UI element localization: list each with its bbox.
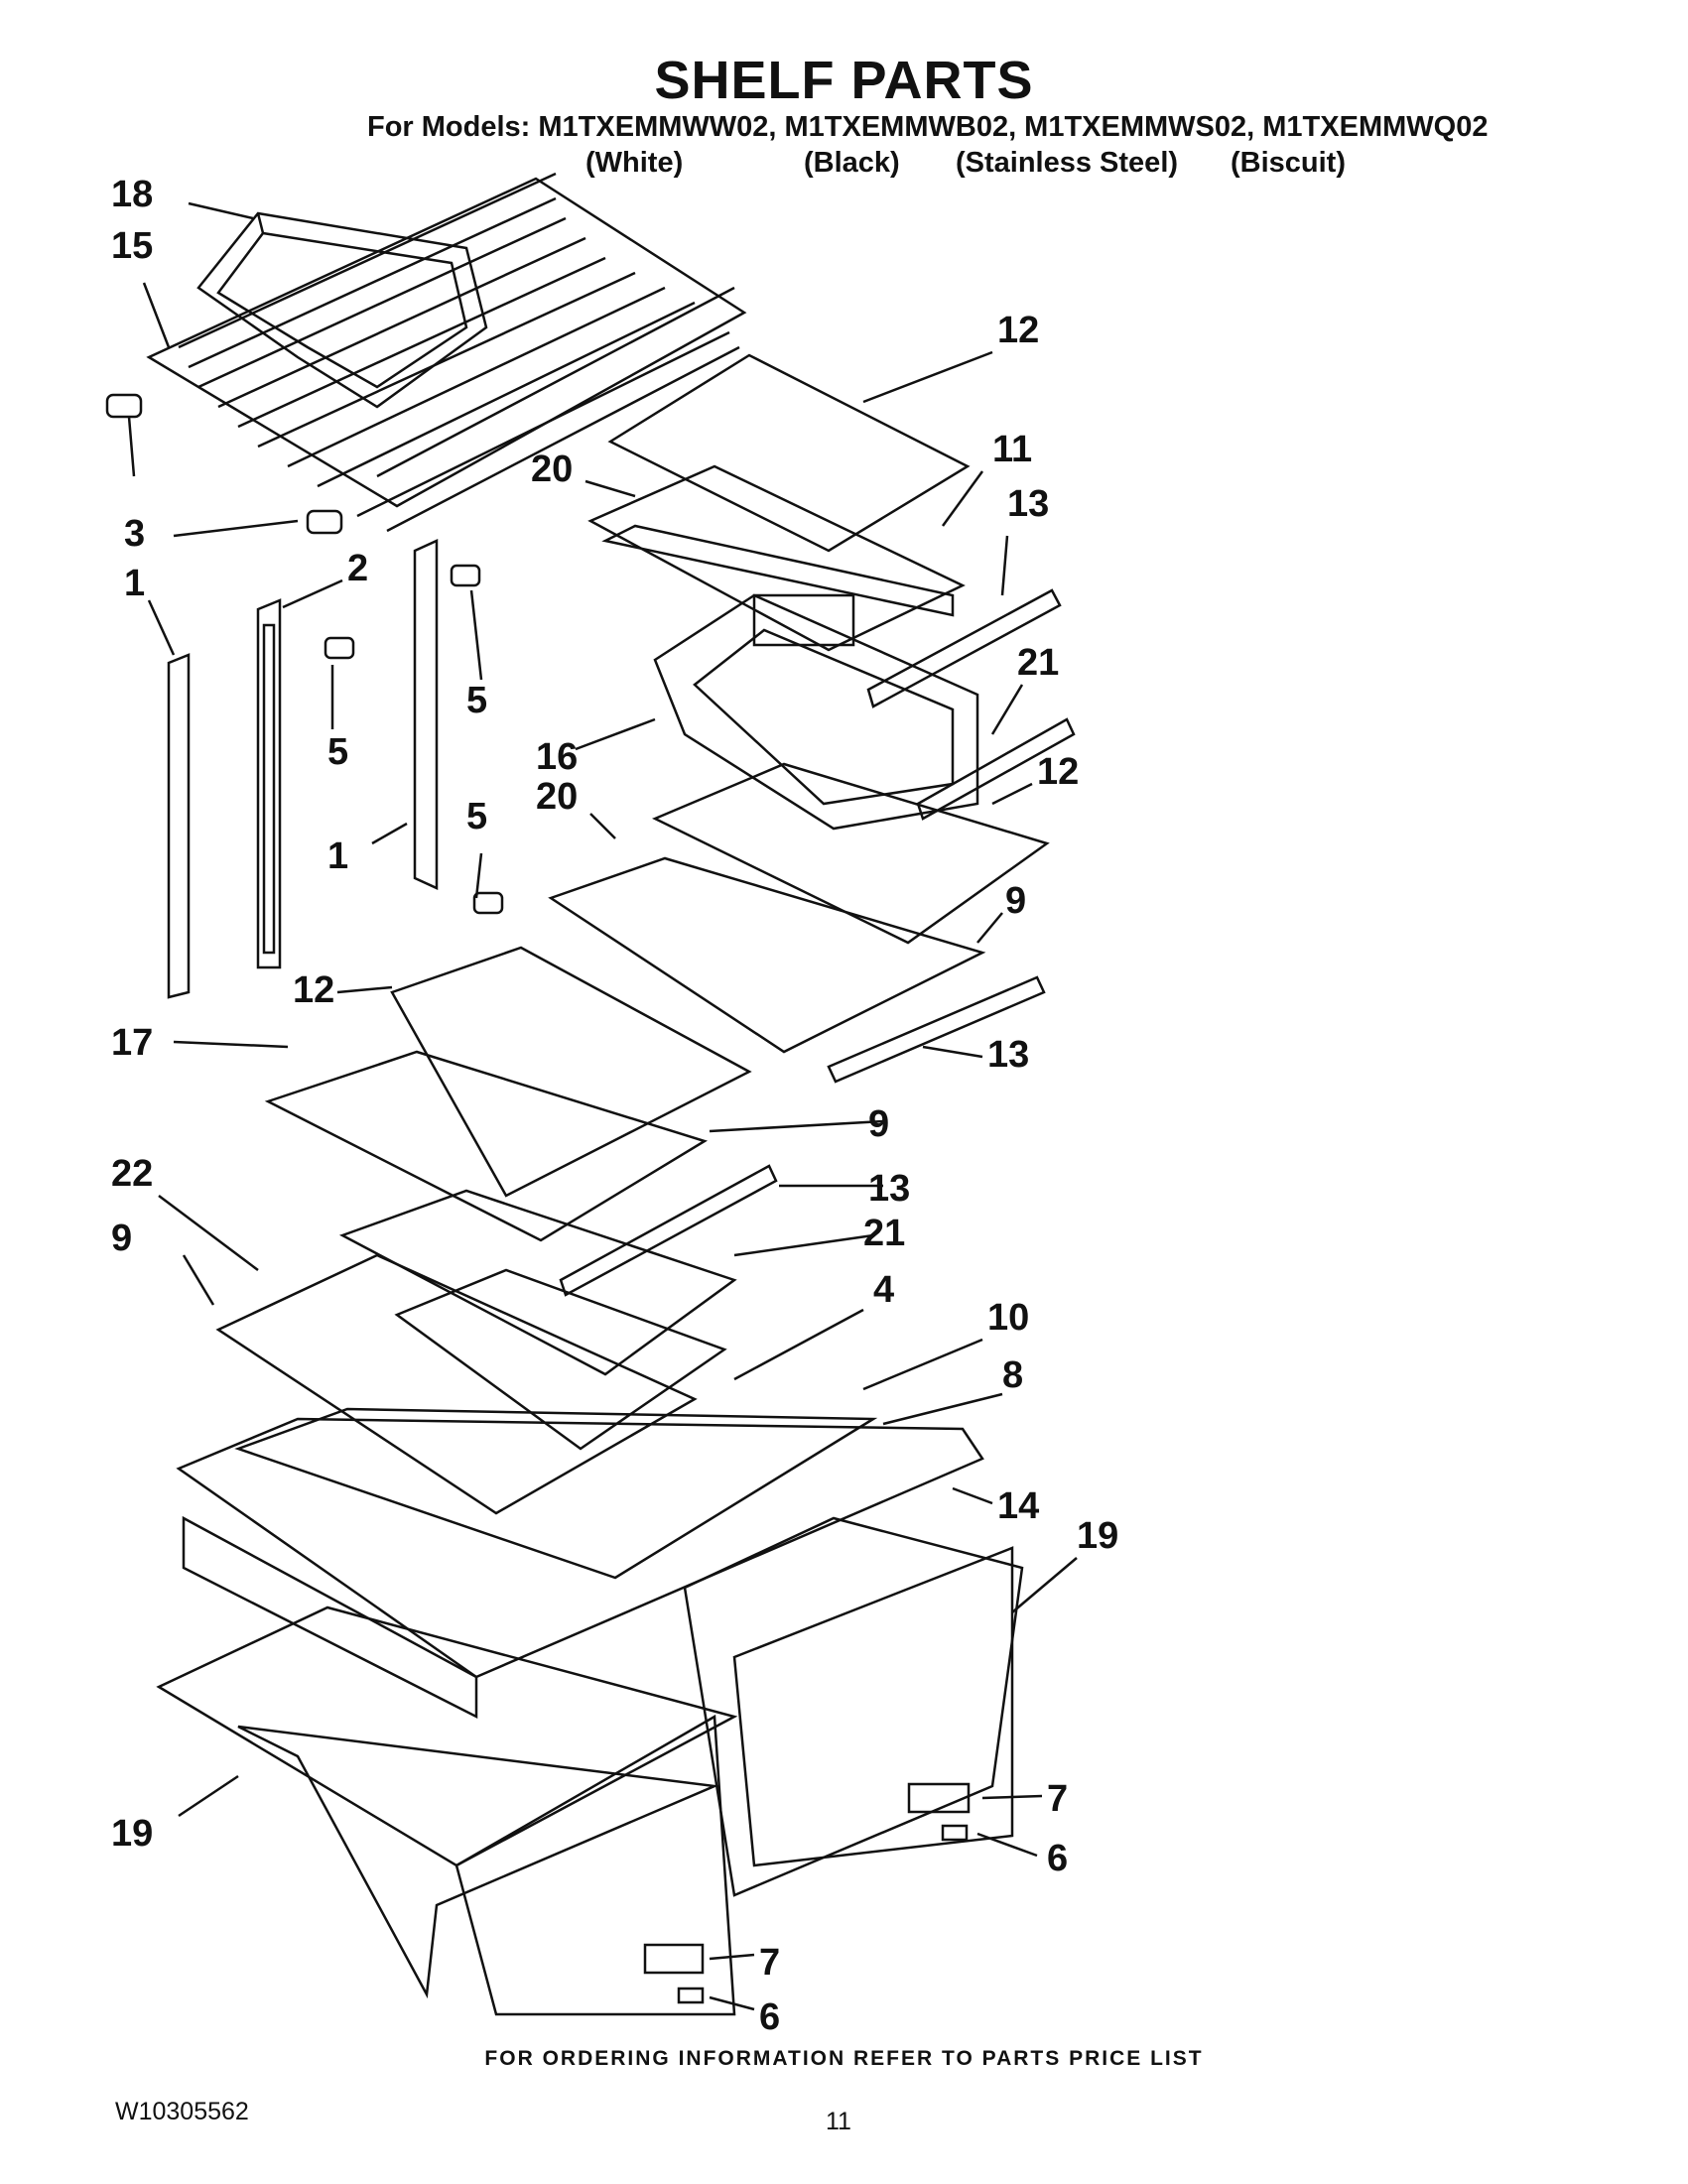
wire-shelf	[146, 172, 747, 533]
callout-19-left: 19	[111, 1813, 153, 1855]
callout-6-right: 6	[1047, 1838, 1068, 1879]
variant-biscuit: (Biscuit)	[1231, 147, 1346, 179]
callout-22: 22	[111, 1153, 153, 1195]
ordering-note: FOR ORDERING INFORMATION REFER TO PARTS …	[484, 2047, 1204, 2070]
callout-2: 2	[347, 548, 368, 589]
callout-5-left: 5	[327, 731, 348, 773]
vertical-rails	[167, 539, 439, 999]
variant-stainless-steel: (Stainless Steel)	[956, 147, 1179, 179]
leader-lines	[127, 201, 1078, 2011]
callout-13-top: 13	[1007, 483, 1049, 525]
shelf-frames-lower	[176, 1253, 984, 1720]
callout-13-low: 13	[868, 1168, 910, 1210]
crisper-bins	[156, 1516, 1024, 2016]
callout-21-low: 21	[863, 1213, 905, 1254]
callout-19-right: 19	[1077, 1515, 1118, 1557]
callout-5-low: 5	[466, 796, 487, 837]
document-number: W10305562	[115, 2098, 249, 2125]
bin-handles	[643, 1782, 971, 2004]
callout-9-mid: 9	[868, 1103, 889, 1145]
callout-18: 18	[111, 174, 153, 215]
variant-white: (White)	[585, 147, 684, 179]
callout-9-top: 9	[1005, 880, 1026, 922]
page-number: 11	[826, 2108, 851, 2135]
callout-20-top: 20	[531, 449, 573, 490]
models-line: For Models: M1TXEMMWW02, M1TXEMMWB02, M1…	[367, 111, 1489, 143]
glass-shelf-middle	[264, 762, 1050, 1451]
callout-20-mid: 20	[536, 776, 578, 818]
callout-9-low: 9	[111, 1218, 132, 1259]
callout-21-top: 21	[1017, 642, 1059, 684]
trim-strips	[559, 588, 1076, 1297]
callout-13-mid: 13	[987, 1034, 1029, 1076]
callout-labels: 18 15 3 12 20 11 13 2 1 5 5 16 21 20 12 …	[111, 174, 1118, 2038]
page-title: SHELF PARTS	[654, 51, 1034, 110]
callout-12-low: 12	[293, 969, 334, 1011]
callout-16: 16	[536, 736, 578, 778]
callout-12-top: 12	[997, 310, 1039, 351]
shelf-support-pegs	[105, 393, 343, 535]
ice-bin	[196, 211, 488, 409]
variant-black: (Black)	[804, 147, 900, 179]
callout-10: 10	[987, 1297, 1029, 1339]
screws	[324, 564, 504, 915]
callout-11: 11	[992, 429, 1032, 470]
callout-8: 8	[1002, 1354, 1023, 1396]
callout-1-left: 1	[124, 563, 145, 604]
callout-6-left: 6	[759, 1996, 780, 2038]
deli-drawer	[653, 593, 979, 831]
callout-1-mid: 1	[327, 835, 348, 877]
callout-3: 3	[124, 513, 145, 555]
callout-5-right: 5	[466, 680, 487, 721]
glass-shelf-top	[587, 353, 971, 652]
callout-15: 15	[111, 225, 153, 267]
callout-17: 17	[111, 1022, 153, 1064]
callout-4: 4	[873, 1269, 894, 1311]
callout-12-mid: 12	[1037, 751, 1079, 793]
callout-7-left: 7	[759, 1942, 780, 1984]
callout-14: 14	[997, 1485, 1039, 1527]
callout-7-right: 7	[1047, 1778, 1068, 1820]
